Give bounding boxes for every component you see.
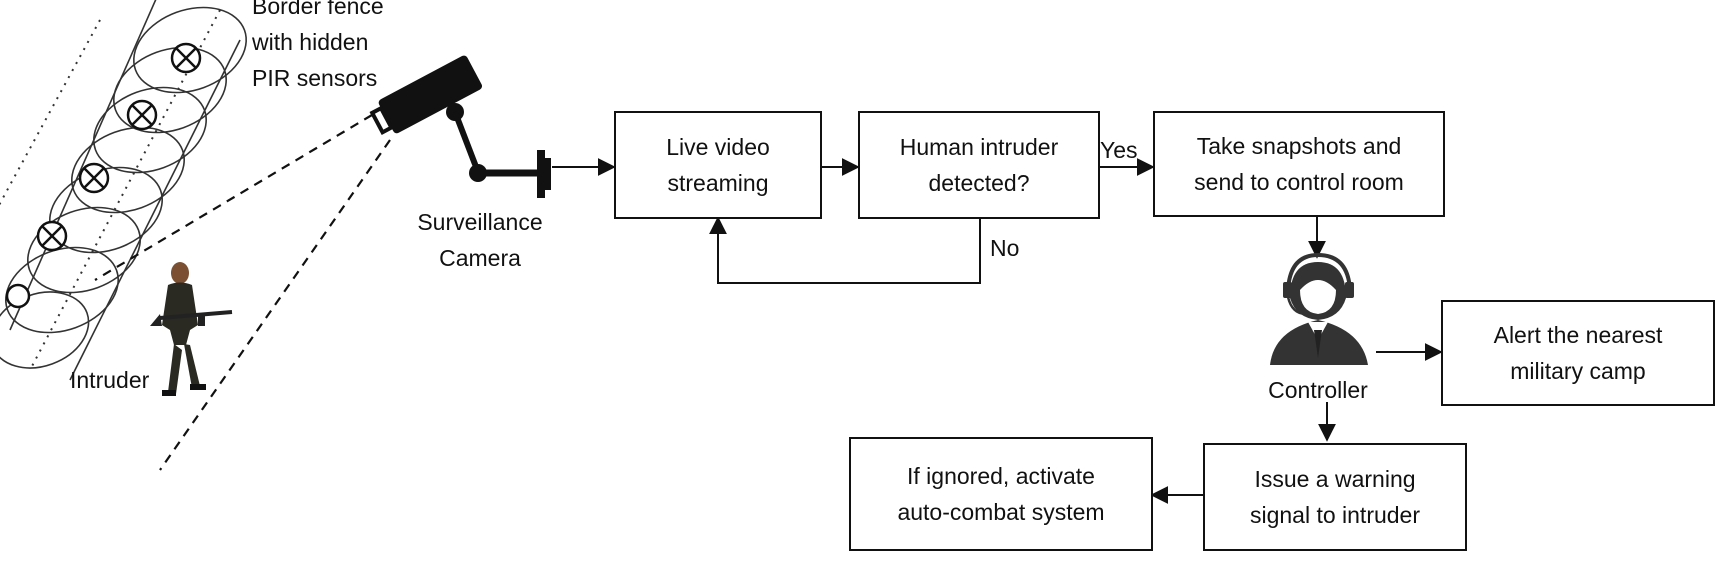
human-detected-box: Human intruder detected? — [858, 111, 1100, 219]
soldier-intruder-icon — [150, 262, 233, 396]
pir-sensor-icon — [5, 42, 202, 309]
controller-headset-icon — [1270, 252, 1368, 365]
controller-label: Controller — [1268, 377, 1368, 403]
live-video-box: Live video streaming — [614, 111, 822, 219]
camera-label: Surveillance Camera — [417, 209, 543, 271]
yes-label: Yes — [1100, 137, 1138, 163]
surveillance-camera-icon — [369, 55, 551, 198]
warning-box: Issue a warning signal to intruder — [1203, 443, 1467, 551]
snapshots-box: Take snapshots and send to control room — [1153, 111, 1445, 217]
intruder-label: Intruder — [70, 367, 150, 393]
no-label: No — [990, 235, 1020, 261]
fence-label: Border fence with hidden PIR sensors — [252, 0, 384, 91]
barbed-wire-fence — [0, 0, 247, 381]
alert-box: Alert the nearest military camp — [1441, 300, 1715, 406]
camera-view-lines — [94, 114, 391, 471]
flow-arrows — [552, 158, 1443, 504]
auto-combat-box: If ignored, activate auto-combat system — [849, 437, 1153, 551]
